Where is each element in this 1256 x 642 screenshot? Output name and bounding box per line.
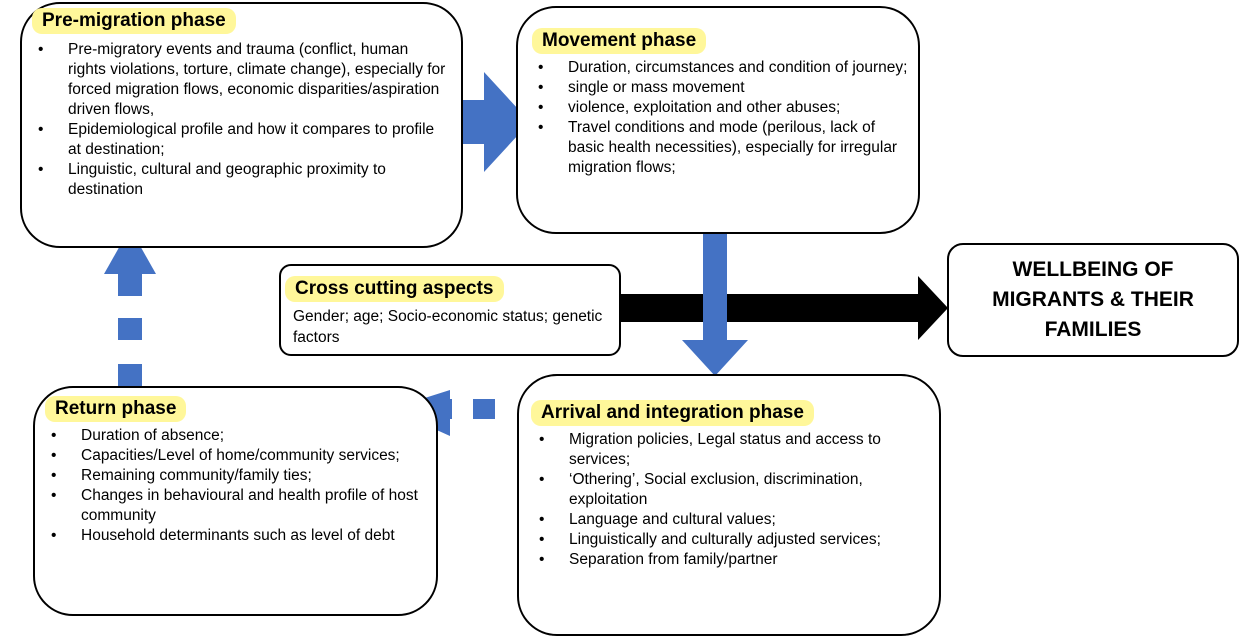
black-arrow-to-wellbeing xyxy=(620,276,948,340)
list-item: Pre-migratory events and trauma (conflic… xyxy=(36,40,448,120)
return-box: Return phase Duration of absence; Capaci… xyxy=(33,386,438,616)
list-item: Remaining community/family ties; xyxy=(49,466,423,486)
pre-migration-box: Pre-migration phase Pre-migratory events… xyxy=(20,2,463,248)
arrow-movement-to-arrival xyxy=(682,228,748,376)
list-item: ‘Othering’, Social exclusion, discrimina… xyxy=(537,470,927,510)
movement-title: Movement phase xyxy=(532,28,707,54)
cross-cutting-text: Gender; age; Socio-economic status; gene… xyxy=(293,308,603,346)
list-item: Travel conditions and mode (perilous, la… xyxy=(536,118,908,178)
arrow-pre-to-movement xyxy=(462,72,530,172)
pre-migration-title: Pre-migration phase xyxy=(32,8,236,34)
arrival-list: Migration policies, Legal status and acc… xyxy=(537,430,927,570)
list-item: Capacities/Level of home/community servi… xyxy=(49,446,423,466)
movement-list: Duration, circumstances and condition of… xyxy=(536,58,908,178)
list-item: Separation from family/partner xyxy=(537,550,927,570)
arrival-box: Arrival and integration phase Migration … xyxy=(517,374,941,636)
arrival-title: Arrival and integration phase xyxy=(531,400,814,426)
list-item: Linguistic, cultural and geographic prox… xyxy=(36,160,448,200)
list-item: violence, exploitation and other abuses; xyxy=(536,98,908,118)
list-item: Linguistically and culturally adjusted s… xyxy=(537,530,927,550)
cross-cutting-title: Cross cutting aspects xyxy=(285,276,504,302)
wellbeing-text: WELLBEING OF MIGRANTS & THEIR FAMILIES xyxy=(992,258,1194,341)
list-item: Epidemiological profile and how it compa… xyxy=(36,120,448,160)
cross-cutting-box: Cross cutting aspects Gender; age; Socio… xyxy=(279,264,621,356)
dashed-arrow-return-to-pre xyxy=(104,228,156,386)
movement-box: Movement phase Duration, circumstances a… xyxy=(516,6,920,234)
return-title: Return phase xyxy=(45,396,187,422)
list-item: Duration of absence; xyxy=(49,426,423,446)
wellbeing-box: WELLBEING OF MIGRANTS & THEIR FAMILIES xyxy=(947,243,1239,357)
list-item: Migration policies, Legal status and acc… xyxy=(537,430,927,470)
pre-migration-list: Pre-migratory events and trauma (conflic… xyxy=(36,40,448,200)
list-item: single or mass movement xyxy=(536,78,908,98)
return-list: Duration of absence; Capacities/Level of… xyxy=(49,426,423,546)
list-item: Language and cultural values; xyxy=(537,510,927,530)
list-item: Changes in behavioural and health profil… xyxy=(49,486,423,526)
list-item: Household determinants such as level of … xyxy=(49,526,423,546)
list-item: Duration, circumstances and condition of… xyxy=(536,58,908,78)
